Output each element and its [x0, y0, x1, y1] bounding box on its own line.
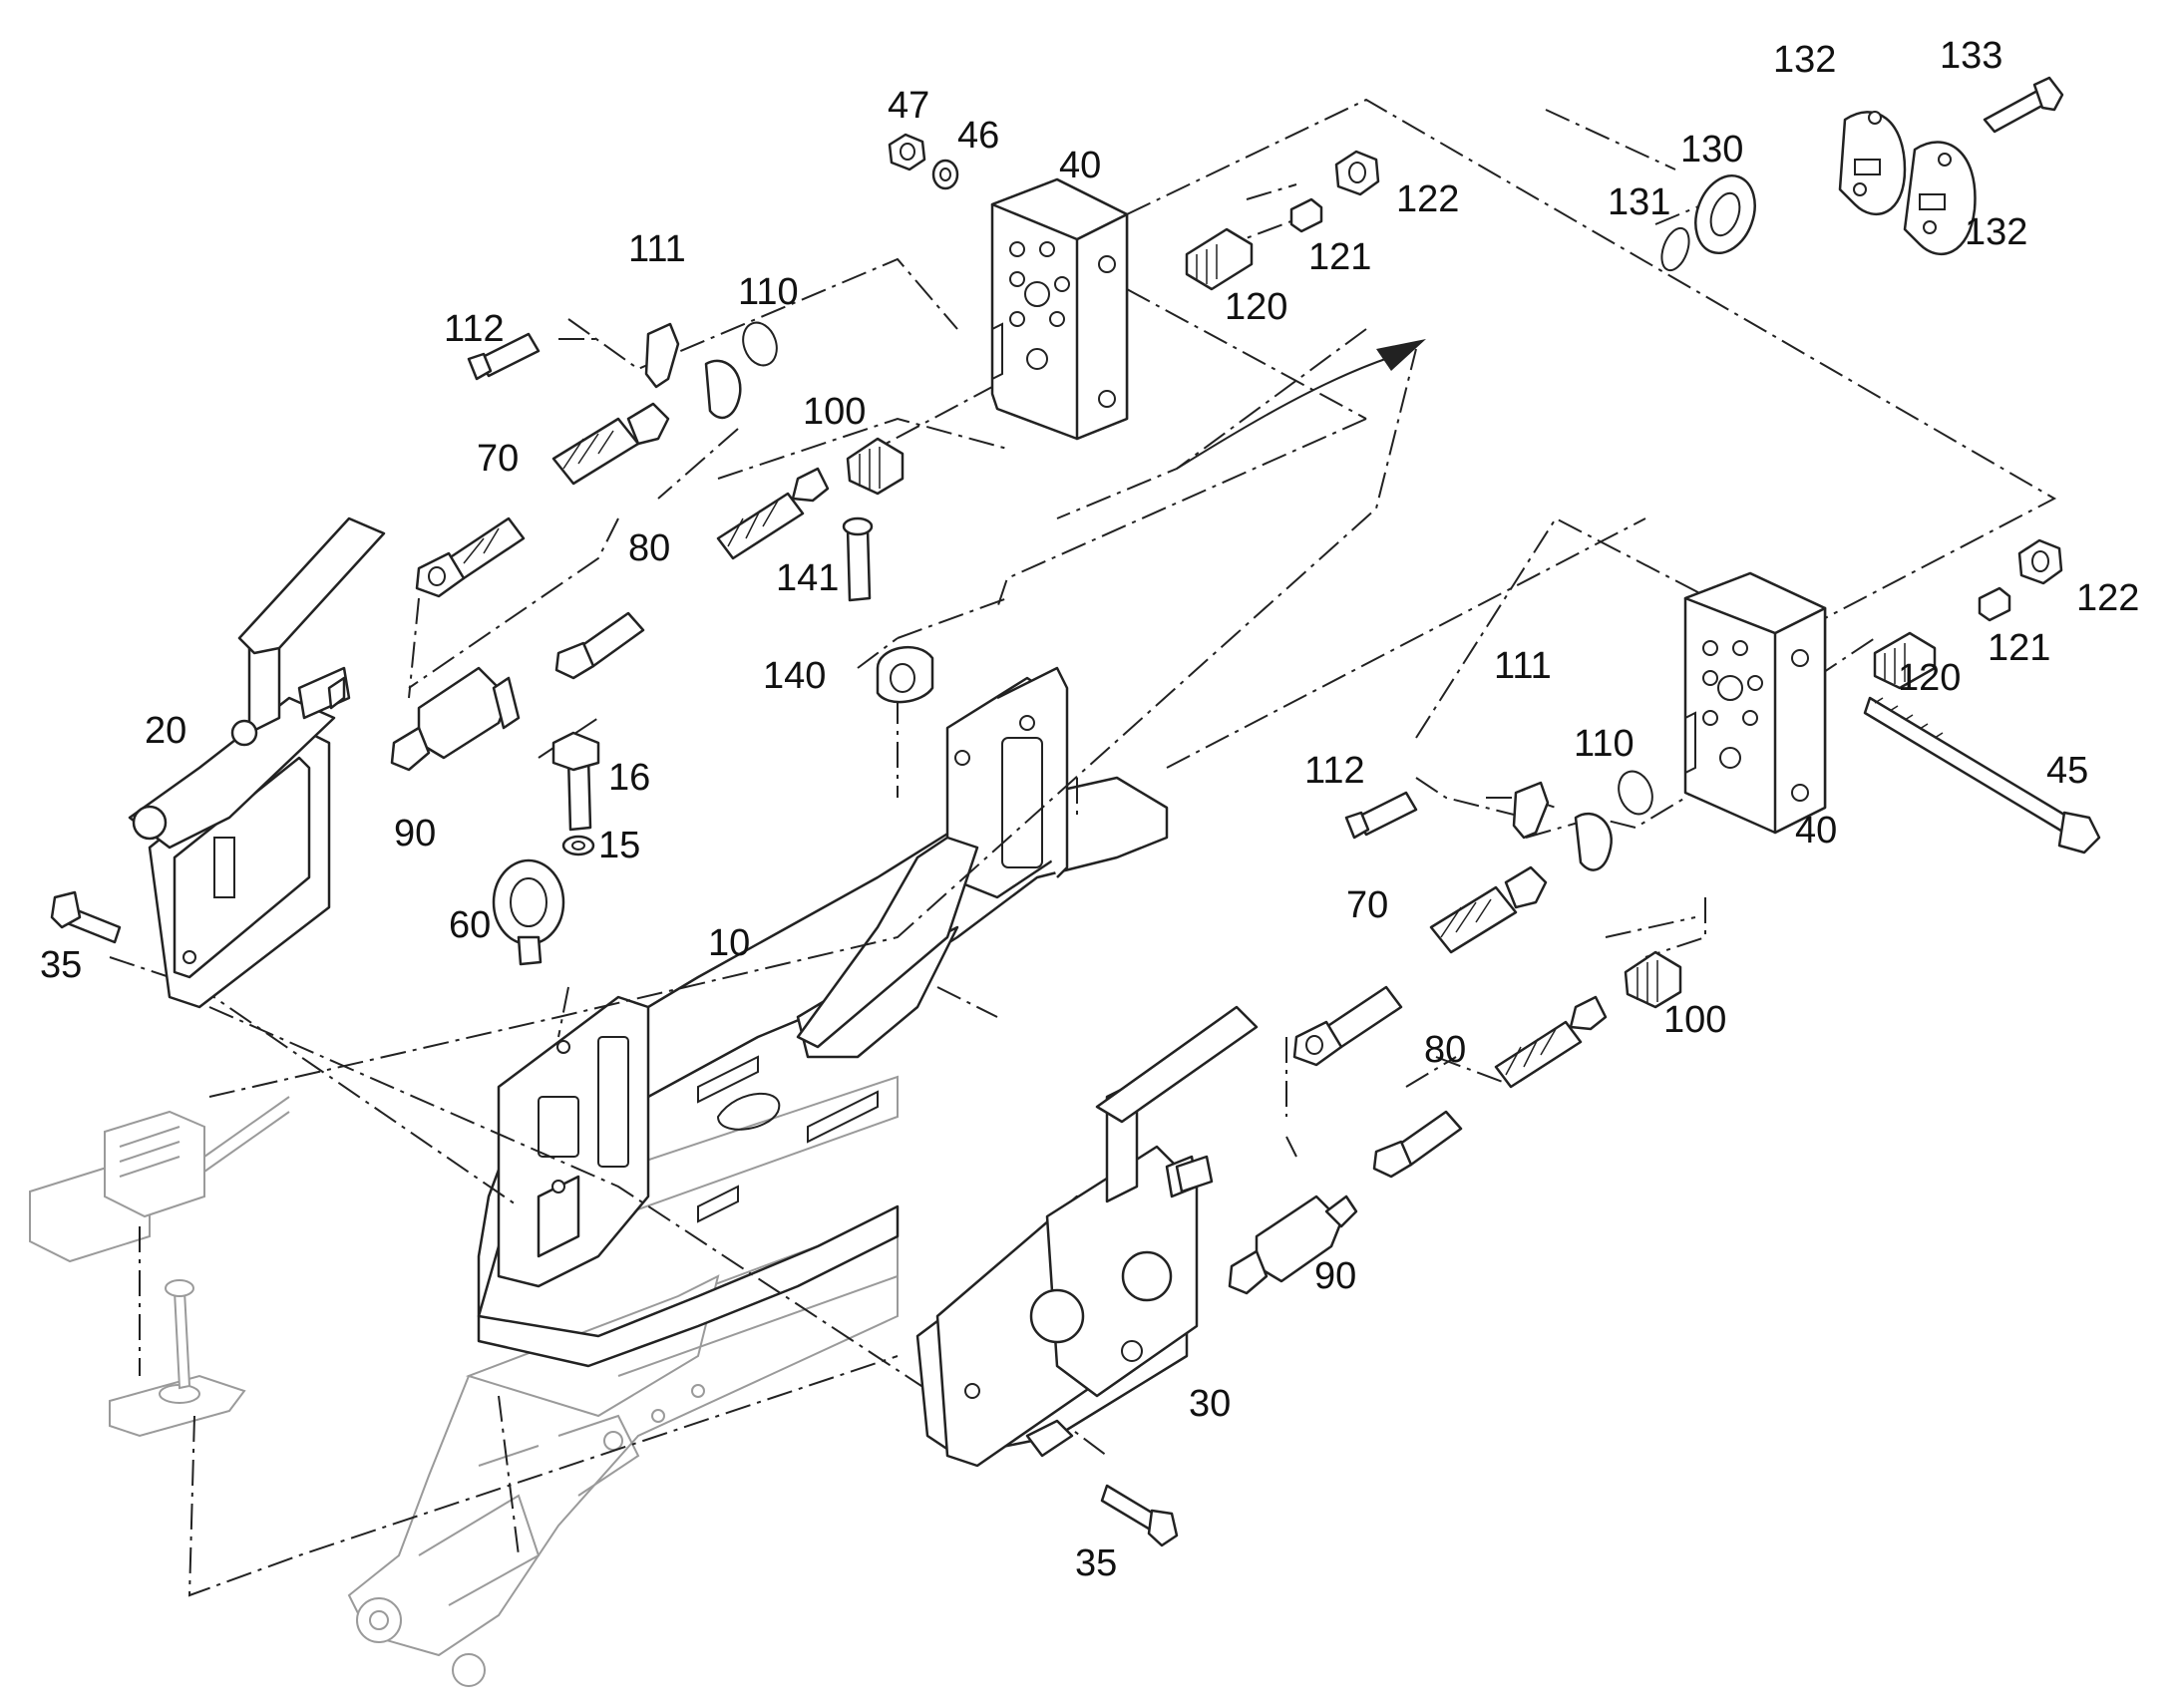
- plate-upright-frame: [497, 995, 650, 1288]
- callout-16: 16: [608, 757, 650, 799]
- callout-labels: 47 46 40 111 110 112 70 100 80 141 140 2…: [40, 35, 2139, 1584]
- callout-112-upper: 112: [444, 308, 505, 350]
- callout-120-lower: 120: [1898, 657, 1961, 699]
- callout-80-lower: 80: [1424, 1029, 1466, 1071]
- callout-120-upper: 120: [1225, 286, 1287, 328]
- callout-111-upper: 111: [628, 228, 686, 270]
- manifold-block-40-upper: [990, 177, 1129, 441]
- callout-35-right: 35: [1075, 1542, 1117, 1584]
- callout-122-lower: 122: [2076, 577, 2139, 619]
- callout-40-lower: 40: [1795, 810, 1837, 852]
- background-connector: [29, 1096, 290, 1438]
- callout-90-lower: 90: [1314, 1255, 1356, 1297]
- callout-141: 141: [776, 557, 839, 599]
- callout-80-upper: 80: [628, 527, 670, 569]
- valve-assembly-20: [128, 516, 386, 1009]
- callout-110-lower: 110: [1574, 723, 1635, 765]
- callout-90-upper: 90: [394, 813, 436, 854]
- callout-122-upper: 122: [1396, 178, 1459, 220]
- callout-132-lower: 132: [1965, 211, 2027, 253]
- callout-15: 15: [598, 825, 640, 866]
- direction-arrow: [1376, 339, 1426, 371]
- callout-130: 130: [1680, 129, 1743, 171]
- callout-133: 133: [1940, 35, 2002, 77]
- callout-100-upper: 100: [803, 391, 866, 433]
- callout-132-upper: 132: [1773, 39, 1836, 81]
- callout-46: 46: [957, 115, 999, 157]
- fittings-lower: [1228, 538, 2063, 1295]
- callout-30: 30: [1189, 1383, 1231, 1425]
- callout-112-lower: 112: [1304, 750, 1365, 792]
- callout-110-upper: 110: [738, 271, 799, 313]
- direction-arrow-line: [1176, 356, 1392, 470]
- screw-35-right: [1100, 1484, 1179, 1547]
- callout-35-left: 35: [40, 944, 82, 986]
- long-bolt-45: [1863, 696, 2101, 854]
- callout-131: 131: [1608, 181, 1670, 223]
- valve-assembly-30: [915, 1005, 1259, 1468]
- callout-140: 140: [763, 655, 826, 697]
- manifold-block-40-lower: [1683, 571, 1827, 835]
- callout-47: 47: [888, 85, 929, 127]
- callout-121-upper: 121: [1308, 236, 1371, 278]
- fittings-upper: [390, 133, 1380, 966]
- callout-70-lower: 70: [1346, 884, 1388, 926]
- flange-assembly: [1660, 76, 2064, 272]
- callout-40-upper: 40: [1059, 145, 1101, 186]
- callout-45: 45: [2046, 750, 2088, 792]
- callout-111-lower: 111: [1494, 645, 1552, 687]
- callout-100-lower: 100: [1663, 999, 1726, 1041]
- callout-60: 60: [449, 904, 491, 946]
- callout-10: 10: [708, 922, 750, 964]
- callout-70-upper: 70: [477, 438, 519, 480]
- callout-20: 20: [145, 710, 186, 752]
- callout-121-lower: 121: [1988, 627, 2050, 669]
- screw-35-left: [50, 890, 122, 944]
- plate-bracket: [796, 666, 1069, 1049]
